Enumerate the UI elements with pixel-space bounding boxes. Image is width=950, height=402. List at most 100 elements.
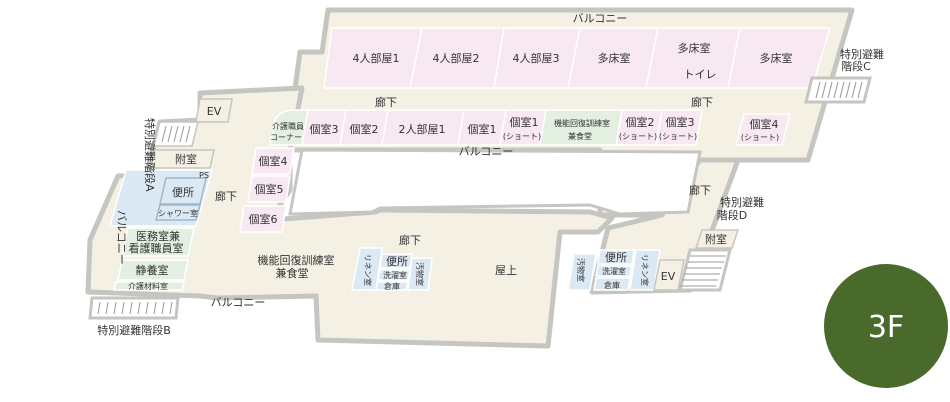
north-room-row <box>323 27 832 89</box>
short-stay-room-4[interactable] <box>735 113 791 146</box>
short-private-2-label-a: 個室2 <box>626 115 655 129</box>
dirty-east-label: 汚物室 <box>576 258 586 282</box>
toilet-west[interactable] <box>159 177 207 205</box>
toilet-east-label: 便所 <box>605 251 627 264</box>
corridor-south-label: 廊下 <box>399 233 421 247</box>
ev-west[interactable] <box>195 98 233 123</box>
inner-room-row <box>269 109 791 146</box>
floor-badge: 3F <box>824 264 948 388</box>
toilet-label: トイレ <box>684 68 717 81</box>
twin-1-label: 2人部屋1 <box>399 122 446 136</box>
stair-a-label: 特別避難階段A <box>143 118 157 192</box>
short-stay-room-3[interactable] <box>655 109 703 146</box>
storage-east[interactable] <box>593 277 631 291</box>
stair-a-steps <box>161 125 191 143</box>
storage-east-label: 倉庫 <box>604 280 620 290</box>
care-storage-label: 介護材料室 <box>128 281 168 291</box>
balcony-west-label: バルコニー <box>115 210 128 265</box>
medical-label-line2: 看護職員室 <box>129 241 184 255</box>
care-corner-label-line2: コーナー <box>270 133 302 142</box>
dirty-mid-label: 汚物室 <box>415 262 425 286</box>
training-south-label-line1: 機能回復訓練室 <box>258 253 335 267</box>
shower-room-west[interactable] <box>155 204 201 221</box>
ps-label: PS <box>199 171 209 180</box>
care-corner-label-line1: 介護職員 <box>272 121 304 131</box>
private-room-6[interactable] <box>239 205 287 233</box>
stair-b-label: 特別避難階段B <box>97 323 171 337</box>
stair-c-label-line2: 階段C <box>841 59 871 73</box>
balcony-inner-label: バルコニー <box>459 145 514 158</box>
room-4bed-3-label: 4人部屋3 <box>513 51 560 65</box>
ev-east[interactable] <box>653 259 685 291</box>
laundry-mid-label: 洗濯室 <box>383 270 407 280</box>
toilet-mid-label: 便所 <box>386 255 408 268</box>
private-room-5[interactable] <box>247 175 291 203</box>
toilet-east[interactable] <box>597 249 635 265</box>
short-private-3-label-b: (ショート) <box>659 132 697 141</box>
short-private-3-label-a: 個室3 <box>666 115 695 129</box>
medical-nurse-room[interactable] <box>121 227 195 257</box>
courtyard <box>288 148 702 216</box>
annex-room-west-label: 附室 <box>175 152 197 166</box>
private-3-label: 個室3 <box>310 122 339 136</box>
east-service-rooms <box>567 229 740 291</box>
multi-bed-1-label: 多床室 <box>598 51 631 65</box>
dirty-room-east[interactable] <box>567 253 597 291</box>
stair-d[interactable] <box>678 248 732 292</box>
room-4bed-1-label: 4人部屋1 <box>353 51 400 65</box>
linen-west-label: リネン室 <box>363 254 373 286</box>
stair-c-label-line1: 特別避難 <box>840 47 884 61</box>
short-private-1-label-b: (ショート) <box>503 132 541 141</box>
annex-room-west[interactable] <box>149 149 215 169</box>
room-4bed-2-label: 4人部屋2 <box>433 51 480 65</box>
shower-west-label: シャワー室 <box>158 208 198 218</box>
quiet-room-label: 静養室 <box>136 263 169 277</box>
private-2-label: 個室2 <box>350 122 379 136</box>
private-5-label: 個室5 <box>255 182 284 196</box>
short-private-1-label-a: 個室1 <box>510 115 539 129</box>
care-staff-corner[interactable] <box>269 109 309 146</box>
training-dining-north-label-1: 機能回復訓練室 <box>554 118 610 128</box>
middle-service-rooms <box>351 247 433 291</box>
training-south-label-line2: 兼食堂 <box>276 266 309 280</box>
private-room-4[interactable] <box>251 147 295 175</box>
room-labels: バルコニー 4人部屋1 4人部屋2 4人部屋3 多床室 多床室 トイレ 多床室 … <box>97 12 884 337</box>
corridor-north-east-label: 廊下 <box>691 95 713 109</box>
short-private-4-label-b: (ショート) <box>741 133 779 142</box>
rooftop-label: 屋上 <box>495 264 517 277</box>
dirty-room-mid[interactable] <box>407 257 433 291</box>
stair-c[interactable] <box>804 76 872 104</box>
west-wing-rooms <box>109 98 295 291</box>
care-storage-room[interactable] <box>113 281 185 291</box>
balcony-top-label: バルコニー <box>573 12 628 25</box>
stair-d-label-line2: 階段D <box>717 208 747 222</box>
laundry-east[interactable] <box>595 265 633 277</box>
annex-room-east-label: 附室 <box>705 232 727 246</box>
storage-mid[interactable] <box>375 281 409 291</box>
private-1-label: 個室1 <box>468 122 497 136</box>
floor-badge-circle <box>824 264 948 388</box>
private-4-label: 個室4 <box>259 154 288 168</box>
ev-east-label: EV <box>661 270 676 283</box>
stair-b[interactable] <box>88 296 180 320</box>
multi-bed-2-label: 多床室 <box>678 41 711 55</box>
short-private-2-label-b: (ショート) <box>619 132 657 141</box>
medical-label-line1: 医務室兼 <box>136 229 180 243</box>
stair-d-label-line1: 特別避難 <box>720 195 764 209</box>
floor-badge-label: 3F <box>868 310 904 345</box>
balcony-south-label: バルコニー <box>211 296 266 309</box>
storage-mid-label: 倉庫 <box>384 281 400 291</box>
annex-room-east[interactable] <box>694 229 740 249</box>
training-dining-north-label-2: 兼食堂 <box>568 131 592 141</box>
ev-west-label: EV <box>207 105 222 118</box>
quiet-room[interactable] <box>117 259 189 281</box>
linen-east-label: リネン室 <box>640 254 650 286</box>
laundry-mid[interactable] <box>377 269 411 281</box>
corridor-north-label: 廊下 <box>375 95 397 109</box>
corridor-west-label: 廊下 <box>215 189 237 203</box>
toilet-west-label: 便所 <box>172 186 194 199</box>
short-private-4-label-a: 個室4 <box>750 117 779 131</box>
corridor-east-label: 廊下 <box>689 183 711 197</box>
multi-bed-3-label: 多床室 <box>760 51 793 65</box>
